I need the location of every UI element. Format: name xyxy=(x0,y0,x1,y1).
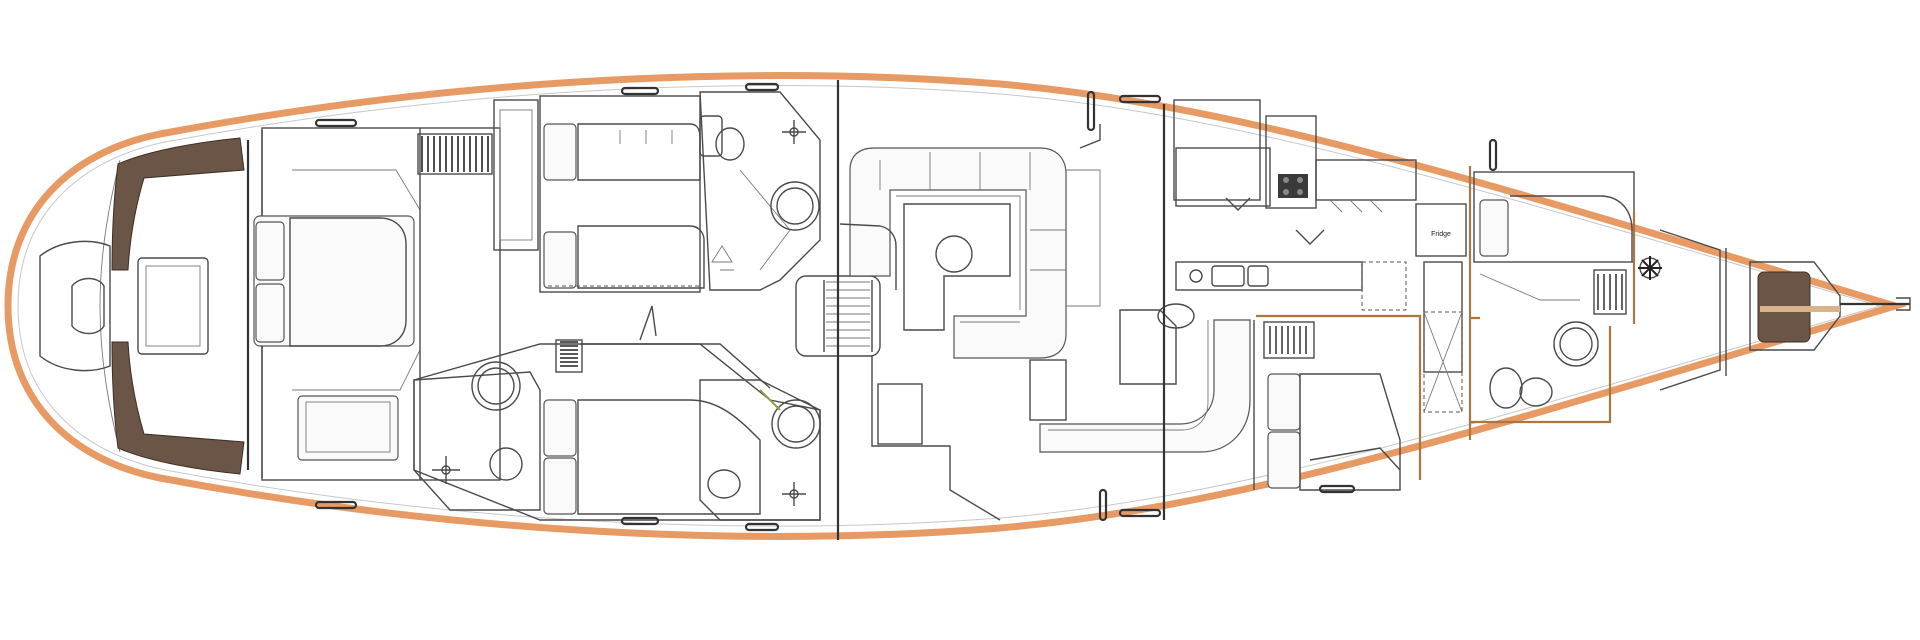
port-light xyxy=(1488,138,1498,172)
aft-cabin xyxy=(253,99,539,510)
galley xyxy=(1157,99,1417,520)
teak-seat-port xyxy=(111,137,245,271)
forward-port-cabin xyxy=(1468,166,1635,440)
fridge-nav: Fridge xyxy=(1415,203,1467,413)
port-light xyxy=(1086,90,1096,132)
port-light xyxy=(620,86,660,96)
port-light xyxy=(744,522,780,532)
companionway xyxy=(639,80,881,540)
u-settee[interactable] xyxy=(849,147,1067,359)
fore-peak xyxy=(1632,212,1911,391)
fridge[interactable] xyxy=(1415,203,1467,257)
port-light xyxy=(1318,484,1356,494)
starboard-head-2 xyxy=(699,379,821,521)
helm-seat xyxy=(71,277,105,335)
saloon xyxy=(839,90,1162,522)
port-light xyxy=(314,500,358,510)
hull-outline-inner xyxy=(17,85,1882,527)
deck-hatch-icon[interactable] xyxy=(137,257,209,355)
toilet-icon[interactable] xyxy=(471,361,521,411)
deck-hatch-inner xyxy=(145,265,201,347)
aft-head-port xyxy=(699,91,821,291)
forward-starboard-cabin xyxy=(1253,314,1422,494)
aft-settee[interactable] xyxy=(297,395,399,461)
teak-seat-starboard xyxy=(111,341,245,475)
hull-outline-outer xyxy=(4,72,1908,540)
port-light xyxy=(314,118,358,128)
port-light xyxy=(620,516,660,526)
locker-grille xyxy=(417,133,493,175)
port-light xyxy=(1098,488,1108,522)
port-light xyxy=(744,82,780,92)
aft-head-starboard xyxy=(413,339,583,511)
toilet-icon[interactable] xyxy=(770,181,820,231)
port-light xyxy=(1118,94,1162,104)
toilet-icon[interactable] xyxy=(1553,321,1599,367)
hull xyxy=(4,72,1908,540)
hull-sheer-line xyxy=(99,159,121,453)
single-berth-lower[interactable] xyxy=(543,399,577,457)
fridge-label: Fridge xyxy=(1431,231,1451,238)
swim-platform xyxy=(39,240,111,372)
toilet-icon[interactable] xyxy=(715,127,745,161)
port-light xyxy=(1118,508,1162,518)
mast-step-icon xyxy=(935,235,973,273)
toilet-icon[interactable] xyxy=(1157,303,1195,329)
port-aft-cabin xyxy=(539,86,705,293)
saloon-table[interactable] xyxy=(903,203,1011,331)
toilet-icon[interactable] xyxy=(771,399,821,449)
hull-port-lights xyxy=(744,82,1498,532)
single-berth-upper[interactable] xyxy=(543,123,577,181)
stove[interactable] xyxy=(1278,174,1308,198)
single-berth-forward[interactable] xyxy=(1267,373,1301,431)
